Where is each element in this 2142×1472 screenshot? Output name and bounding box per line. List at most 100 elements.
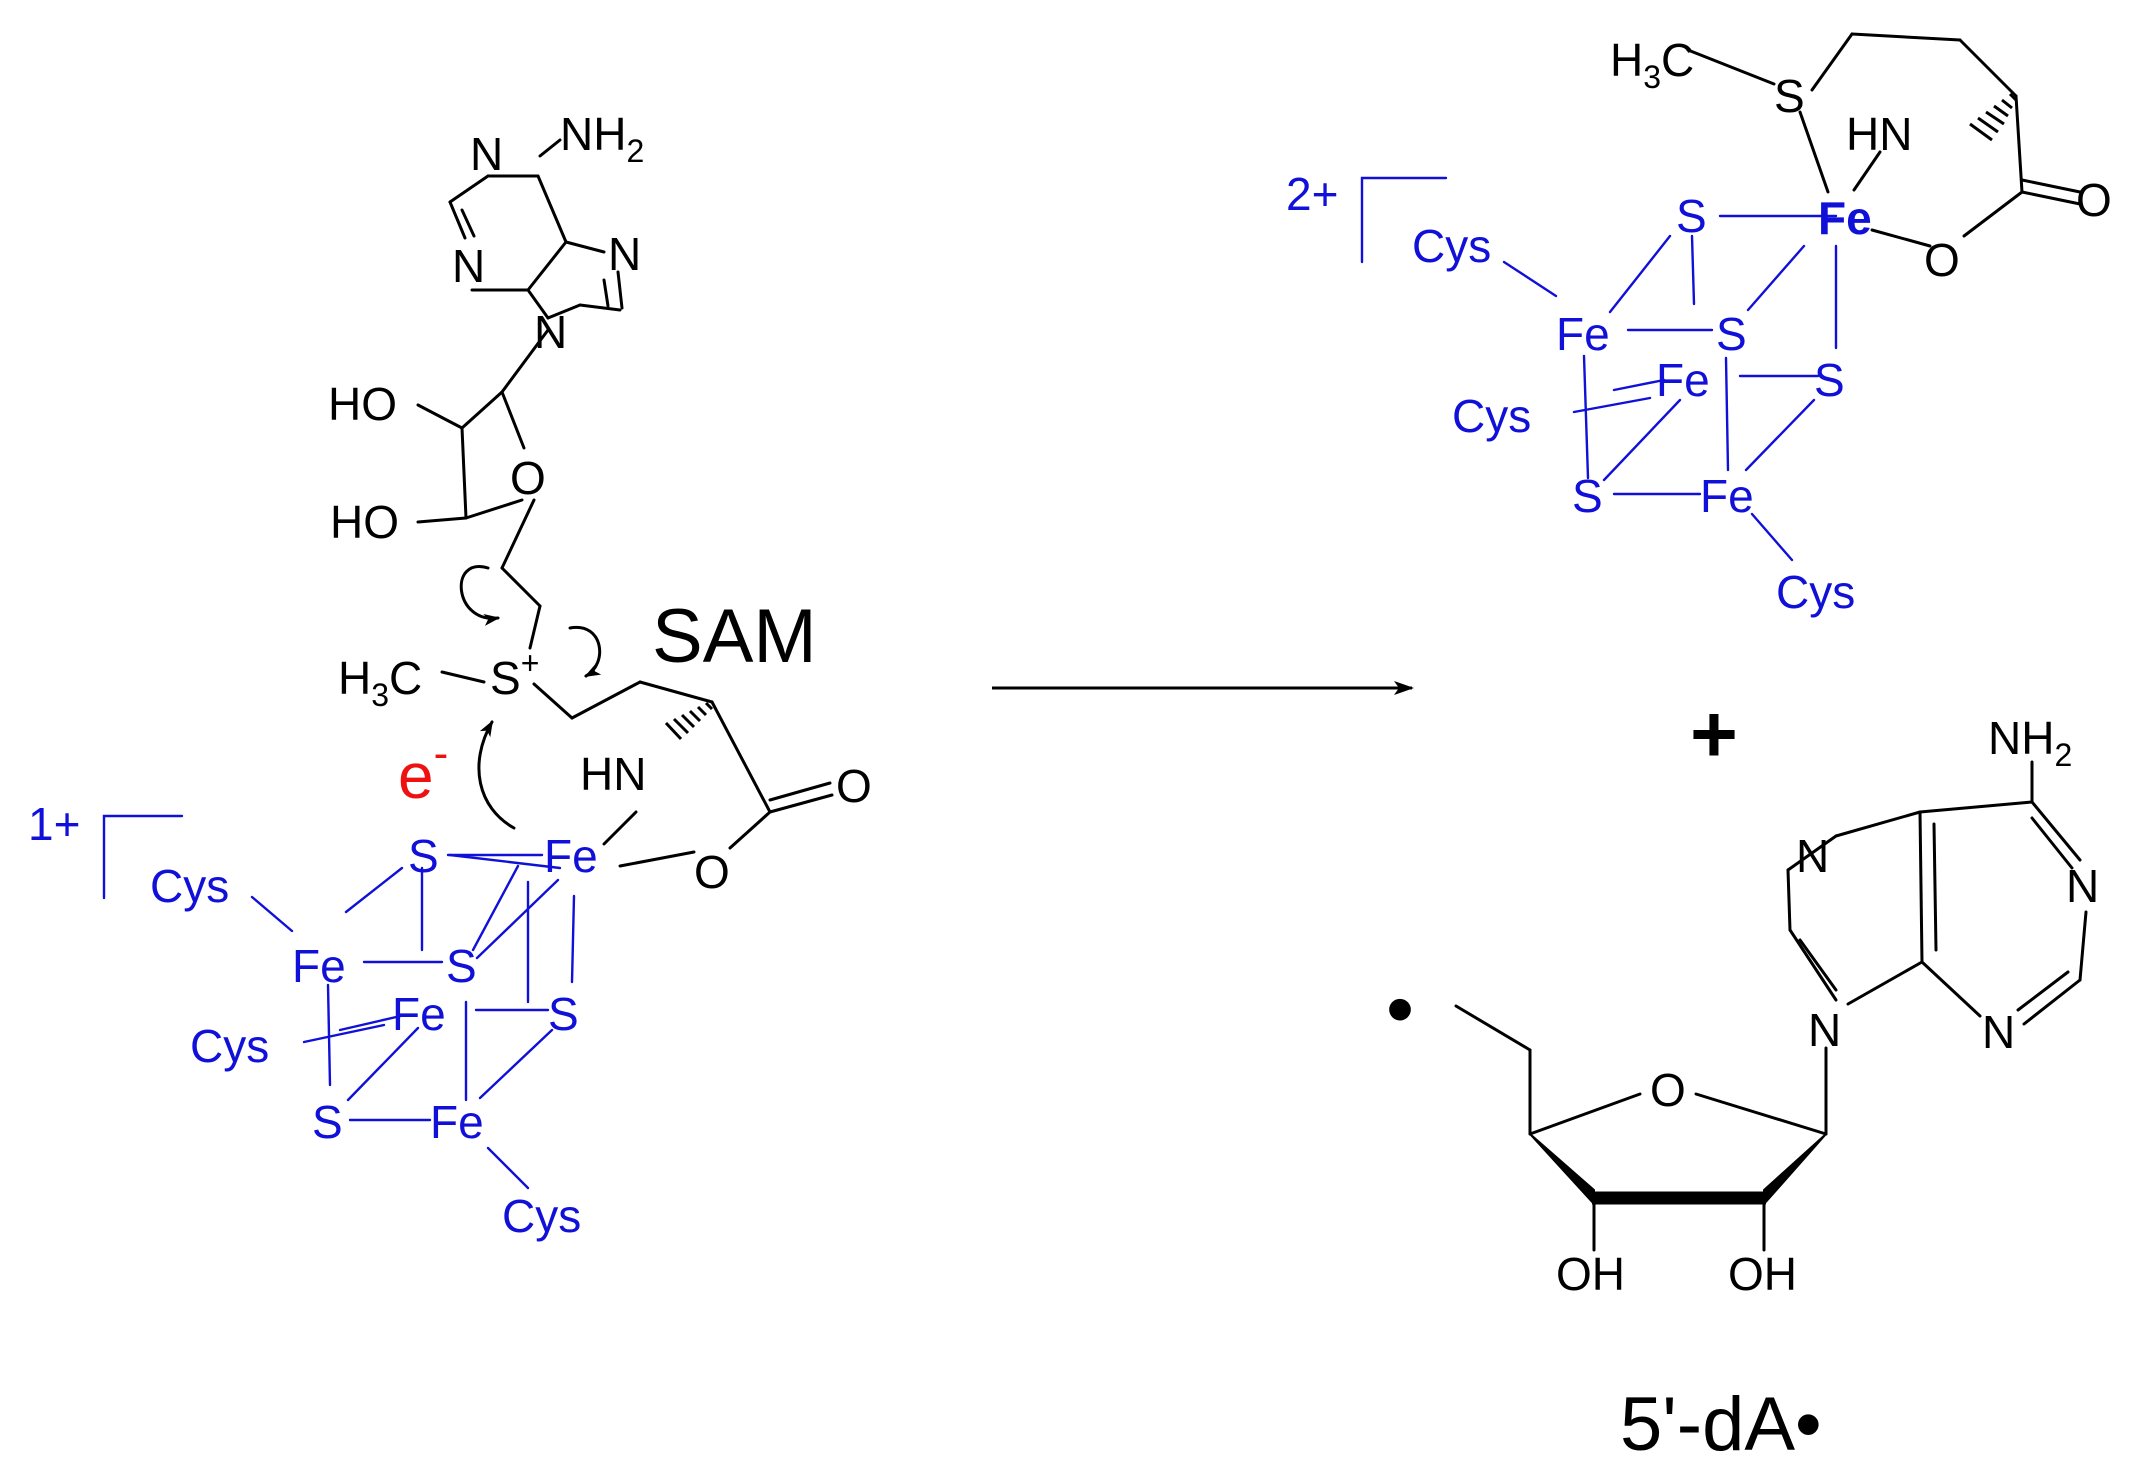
- cluster-cys-label: Cys: [1776, 566, 1855, 618]
- da-n-atom: N: [1808, 1004, 1841, 1056]
- cluster-fe-atom: Fe: [292, 940, 346, 992]
- cluster-charge-label: 1+: [28, 798, 80, 850]
- da-n-atom: N: [1796, 830, 1829, 882]
- sam-label: SAM: [652, 594, 817, 679]
- sam-bond: [500, 328, 550, 394]
- sam-molecule: NH2 N N N N HO HO O H3C S+ HN O O SAM: [328, 108, 872, 898]
- sam-hn-label: HN: [580, 748, 646, 800]
- da-bond: [1918, 800, 2034, 814]
- cluster-bond: [570, 894, 576, 984]
- sam-bond: [526, 288, 550, 320]
- cluster-fe-atom: Fe: [544, 830, 598, 882]
- da-bond: [2030, 800, 2082, 862]
- sam-bond: [602, 278, 610, 308]
- da-bond: [1694, 1092, 1828, 1136]
- sam-bond: [464, 498, 524, 520]
- da-bold-wedge: [1763, 1133, 1827, 1205]
- da-ring-oxygen: O: [1650, 1064, 1686, 1116]
- sam-bond: [416, 516, 468, 524]
- sam-bond: [526, 240, 568, 292]
- da-oh-label: OH: [1556, 1248, 1625, 1300]
- sam-methyl-label: H3C: [338, 652, 422, 713]
- cluster-cys-label: Cys: [1452, 390, 1531, 442]
- sam-nh2-label: NH2: [560, 108, 644, 169]
- met-sulfur-atom: S: [1774, 70, 1805, 122]
- cluster-bond: [326, 983, 332, 1087]
- sam-bond: [602, 810, 638, 846]
- cluster-fe-atom: Fe: [392, 988, 446, 1040]
- da-radical-dot: •: [1386, 964, 1414, 1053]
- met-bond: [1798, 110, 1830, 194]
- da-bond: [1932, 822, 1938, 952]
- sam-ho-label: HO: [328, 378, 397, 430]
- curved-arrow-icon: [568, 625, 602, 678]
- sam-hash-wedge: [664, 701, 714, 741]
- cluster-bond: [1608, 234, 1672, 314]
- cluster-s-atom: S: [1676, 190, 1707, 242]
- cluster-bond: [302, 1023, 386, 1044]
- da-bond: [1786, 834, 1838, 872]
- da-bond: [1786, 868, 1792, 932]
- met-bond: [2020, 190, 2082, 206]
- met-carbonyl-oxygen: O: [2076, 174, 2112, 226]
- cluster-s-atom: S: [548, 988, 579, 1040]
- da-bond: [1454, 1004, 1532, 1052]
- cluster-charge-label: 2+: [1286, 168, 1338, 220]
- cluster-fe-atom: Fe: [1656, 354, 1710, 406]
- da-bond: [1798, 938, 1838, 992]
- da-label: 5'-dA•: [1620, 1382, 1822, 1467]
- da-bond: [1834, 810, 1922, 838]
- cluster-bond: [448, 853, 562, 870]
- sam-ester-oxygen: O: [694, 846, 730, 898]
- cluster-bond: [1750, 512, 1794, 562]
- cluster-bond: [478, 1028, 554, 1100]
- sam-n-atom: N: [534, 306, 567, 358]
- cluster-bond: [486, 1146, 530, 1190]
- cluster-bond: [346, 1026, 420, 1102]
- sam-bond: [460, 208, 476, 238]
- da-bond: [1788, 928, 1838, 1002]
- da-n-atom: N: [2066, 860, 2099, 912]
- met-bond: [1850, 32, 1962, 42]
- met-methyl-label: H3C: [1610, 34, 1694, 95]
- met-ester-oxygen: O: [1924, 234, 1960, 286]
- sam-bond: [728, 810, 772, 850]
- curved-arrow-icon: [459, 565, 500, 626]
- met-bond: [1962, 190, 2024, 238]
- cluster-fe-atom: Fe: [430, 1096, 484, 1148]
- cluster-fe-atom: Fe: [1700, 470, 1754, 522]
- sam-bond: [638, 680, 714, 704]
- cluster-bond: [1582, 354, 1590, 480]
- met-bond: [2020, 178, 2082, 194]
- cluster-cys-label: Cys: [502, 1190, 581, 1242]
- sam-bond: [460, 426, 468, 520]
- sam-bond: [538, 138, 562, 158]
- da-oh-label: OH: [1728, 1248, 1797, 1300]
- met-hn-label: HN: [1846, 108, 1912, 160]
- fe4s4-cluster-left: 1+ S Fe Cys Fe S Fe S Cys S Fe Cys: [28, 798, 598, 1242]
- sam-bond: [578, 303, 622, 312]
- da-bond: [2016, 970, 2070, 1012]
- cluster-fe-atom: Fe: [1818, 192, 1872, 244]
- sam-bond: [710, 700, 772, 814]
- methionine-molecule: H3C S HN O O: [1610, 32, 2112, 286]
- cluster-bond: [344, 866, 404, 914]
- met-bond: [2014, 94, 2024, 194]
- da-bond: [2078, 910, 2088, 982]
- met-bond: [1686, 48, 1776, 86]
- sam-bond: [536, 174, 568, 244]
- sam-bond: [448, 174, 490, 204]
- sam-bond: [616, 270, 624, 310]
- cluster-bracket: [102, 814, 184, 900]
- sam-carbonyl-oxygen: O: [836, 760, 872, 812]
- da-bold-wedge: [1529, 1133, 1595, 1205]
- da-bond: [2022, 978, 2082, 1026]
- cluster-s-atom: S: [408, 830, 439, 882]
- met-hash-wedge: [1969, 92, 2018, 142]
- cluster-fe-atom: Fe: [1556, 308, 1610, 360]
- da-bond: [1846, 960, 1924, 1006]
- sam-n-atom: N: [470, 128, 503, 180]
- sam-bond: [448, 200, 467, 240]
- plus-sign: +: [1690, 689, 1738, 780]
- deoxyadenosyl-radical: NH2 N N N N O OH OH • 5'-dA•: [1386, 712, 2099, 1467]
